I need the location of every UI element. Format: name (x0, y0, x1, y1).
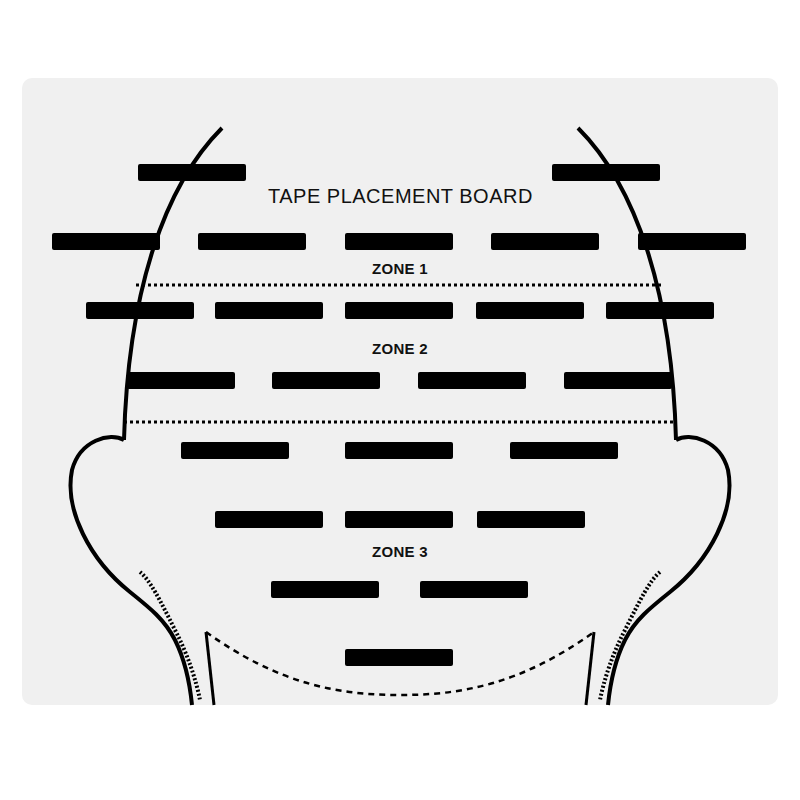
tape-bar (476, 302, 584, 319)
tape-bar (272, 372, 380, 389)
tape-bar (52, 233, 160, 250)
tape-bar (86, 302, 194, 319)
zone-label: ZONE 2 (369, 340, 431, 357)
tape-bar (477, 511, 585, 528)
tape-bar (215, 511, 323, 528)
board-panel (22, 78, 778, 705)
head-outline (71, 128, 730, 705)
board-title: TAPE PLACEMENT BOARD (268, 185, 533, 208)
tape-bar (420, 581, 528, 598)
tape-bar (345, 442, 453, 459)
tape-bar (491, 233, 599, 250)
tape-bar (418, 372, 526, 389)
tape-bar (215, 302, 323, 319)
tape-bar (564, 372, 672, 389)
tape-bar (271, 581, 379, 598)
tape-bar (510, 442, 618, 459)
tape-bars (52, 164, 746, 666)
tape-bar (345, 302, 453, 319)
zone-label: ZONE 3 (369, 543, 431, 560)
tape-bar (606, 302, 714, 319)
tape-bar (552, 164, 660, 181)
tape-bar (345, 233, 453, 250)
tape-bar (138, 164, 246, 181)
tape-bar (345, 649, 453, 666)
tape-bar (638, 233, 746, 250)
zone-label: ZONE 1 (369, 260, 431, 277)
guide-lines (124, 285, 676, 700)
tape-bar (198, 233, 306, 250)
tape-bar (181, 442, 289, 459)
tape-bar (127, 372, 235, 389)
tape-bar (345, 511, 453, 528)
